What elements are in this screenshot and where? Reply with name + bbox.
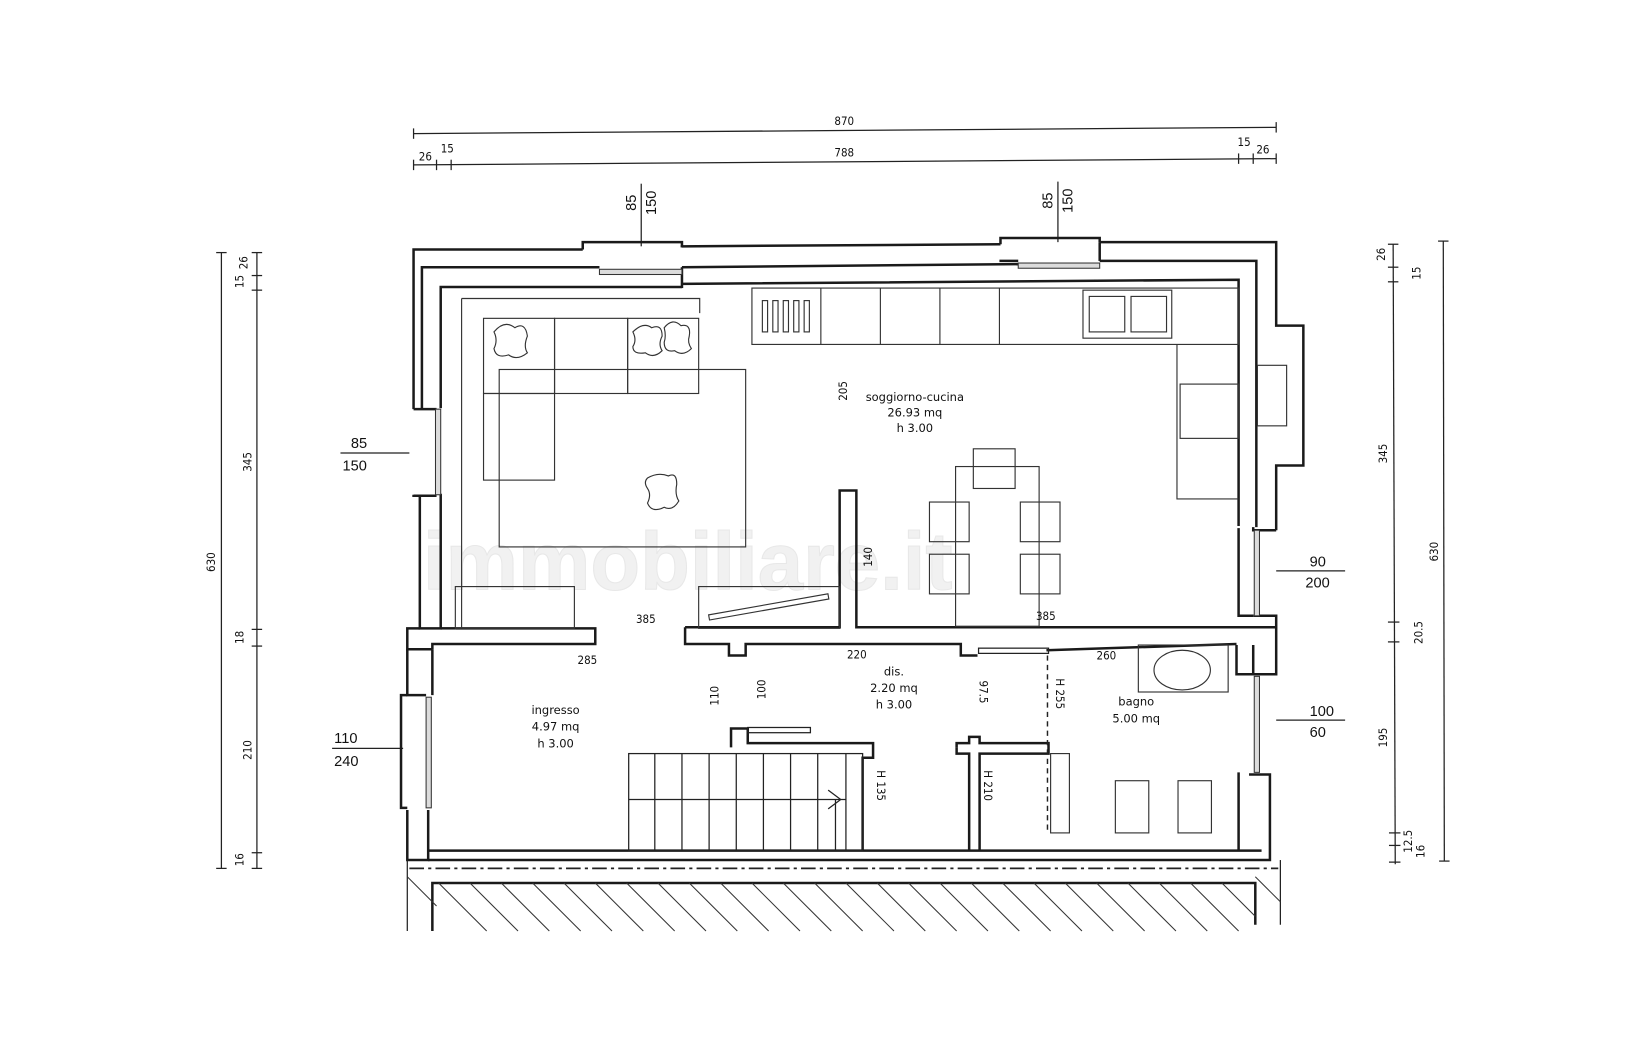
room-label-ingresso: ingresso 4.97 mq h 3.00 <box>531 703 579 750</box>
dim-right-195: 195 <box>1376 728 1390 748</box>
window-label-left-upper: 85 150 <box>340 436 410 475</box>
svg-text:100: 100 <box>1310 704 1334 720</box>
furniture-dining <box>928 448 1061 627</box>
dim-385-left: 385 <box>636 612 656 626</box>
coffee-table-icon <box>644 473 680 511</box>
furniture-rug-table <box>498 368 747 548</box>
dim-left-210: 210 <box>241 740 255 760</box>
terrace <box>406 860 1281 932</box>
dim-285: 285 <box>578 653 598 667</box>
left-dimension-chain: 630 26 15 345 18 210 16 <box>204 251 263 870</box>
dim-h255: H 255 <box>1053 678 1067 709</box>
furniture-bathroom <box>1050 644 1229 834</box>
dim-h135: H 135 <box>874 770 888 801</box>
furniture-sofa <box>461 297 701 629</box>
dim-right-345: 345 <box>1376 444 1390 464</box>
svg-text:2.20 mq: 2.20 mq <box>870 681 918 695</box>
svg-text:h 3.00: h 3.00 <box>876 698 912 712</box>
dim-97-5: 97.5 <box>977 681 991 704</box>
dim-right-wall-26: 26 <box>1256 142 1269 156</box>
svg-text:200: 200 <box>1305 576 1329 592</box>
top-dimension-chain: 870 26 15 788 15 26 <box>412 114 1277 171</box>
furniture-kitchen <box>751 287 1288 500</box>
window-label-top-left: 85 150 <box>624 183 660 247</box>
furniture-tv-unit <box>454 586 841 629</box>
dim-left-15: 15 <box>232 275 246 288</box>
svg-text:150: 150 <box>343 459 367 475</box>
interior-dimensions: 205 140 385 385 285 220 260 110 100 97.5… <box>578 381 1117 801</box>
dim-right-20-5: 20.5 <box>1411 621 1425 644</box>
svg-text:110: 110 <box>334 731 357 747</box>
svg-text:240: 240 <box>334 754 358 770</box>
dim-left-wall-26: 26 <box>419 150 432 164</box>
dim-left-overall-630: 630 <box>204 552 218 572</box>
dim-left-18: 18 <box>232 631 246 644</box>
svg-text:90: 90 <box>1310 555 1326 571</box>
room-label-soggiorno-cucina: soggiorno-cucina 26.93 mq h 3.00 <box>866 390 964 435</box>
dim-385-right: 385 <box>1036 609 1056 623</box>
svg-text:ingresso: ingresso <box>531 703 579 717</box>
svg-text:4.97 mq: 4.97 mq <box>532 720 580 734</box>
svg-text:h 3.00: h 3.00 <box>537 736 573 750</box>
dim-right-overall-630: 630 <box>1427 542 1441 562</box>
cushion-icon <box>493 323 529 359</box>
dim-right-inner-15: 15 <box>1238 135 1251 149</box>
stair-arrow-icon <box>827 789 842 810</box>
svg-text:85: 85 <box>351 436 367 452</box>
watermark-text: immobiliare.it <box>423 517 953 608</box>
terrace-hatch <box>406 876 1281 932</box>
dim-100: 100 <box>755 680 769 700</box>
window-label-left-lower: 110 240 <box>332 731 404 770</box>
svg-text:5.00 mq: 5.00 mq <box>1112 711 1160 725</box>
right-dimension-chain: 26 15 345 20.5 195 12.5 16 630 <box>1374 240 1450 865</box>
window-label-top-right: 85 150 <box>1041 181 1077 243</box>
window-label-right-lower: 100 60 <box>1276 704 1346 741</box>
radiator-icon <box>761 300 810 333</box>
svg-text:26.93 mq: 26.93 mq <box>887 405 942 419</box>
svg-text:bagno: bagno <box>1118 695 1154 709</box>
svg-text:85: 85 <box>624 195 640 211</box>
dim-110: 110 <box>708 686 722 706</box>
dim-right-16: 16 <box>1413 845 1427 858</box>
dim-right-26: 26 <box>1374 248 1388 261</box>
dim-left-345: 345 <box>241 452 255 472</box>
exterior-walls <box>399 236 1305 862</box>
dim-left-inner-15: 15 <box>441 141 454 155</box>
dim-205: 205 <box>836 381 850 401</box>
dim-inner-788: 788 <box>834 146 854 160</box>
dim-260: 260 <box>1097 649 1117 663</box>
dim-220: 220 <box>847 648 867 662</box>
svg-text:60: 60 <box>1310 725 1326 741</box>
dim-140: 140 <box>861 547 875 567</box>
cushion-icon <box>663 321 693 354</box>
windows-glazing <box>425 262 1261 809</box>
dim-left-26: 26 <box>237 256 251 269</box>
room-label-dis: dis. 2.20 mq h 3.00 <box>870 664 918 711</box>
svg-text:dis.: dis. <box>884 664 904 678</box>
svg-text:150: 150 <box>1061 189 1077 213</box>
dim-right-15: 15 <box>1409 267 1423 280</box>
dim-overall-870: 870 <box>834 114 854 128</box>
staircase <box>628 752 864 852</box>
svg-text:soggiorno-cucina: soggiorno-cucina <box>866 390 964 404</box>
room-label-bagno: bagno 5.00 mq <box>1112 695 1160 726</box>
cushion-icon <box>632 324 663 356</box>
dim-right-12-5: 12.5 <box>1401 830 1415 853</box>
dim-left-16: 16 <box>232 853 246 866</box>
dim-h210: H 210 <box>981 770 995 801</box>
window-label-right-upper: 90 200 <box>1276 555 1346 592</box>
svg-text:h 3.00: h 3.00 <box>897 421 933 435</box>
svg-text:85: 85 <box>1041 192 1057 208</box>
sink-icon <box>1153 649 1211 691</box>
svg-text:150: 150 <box>644 191 660 215</box>
